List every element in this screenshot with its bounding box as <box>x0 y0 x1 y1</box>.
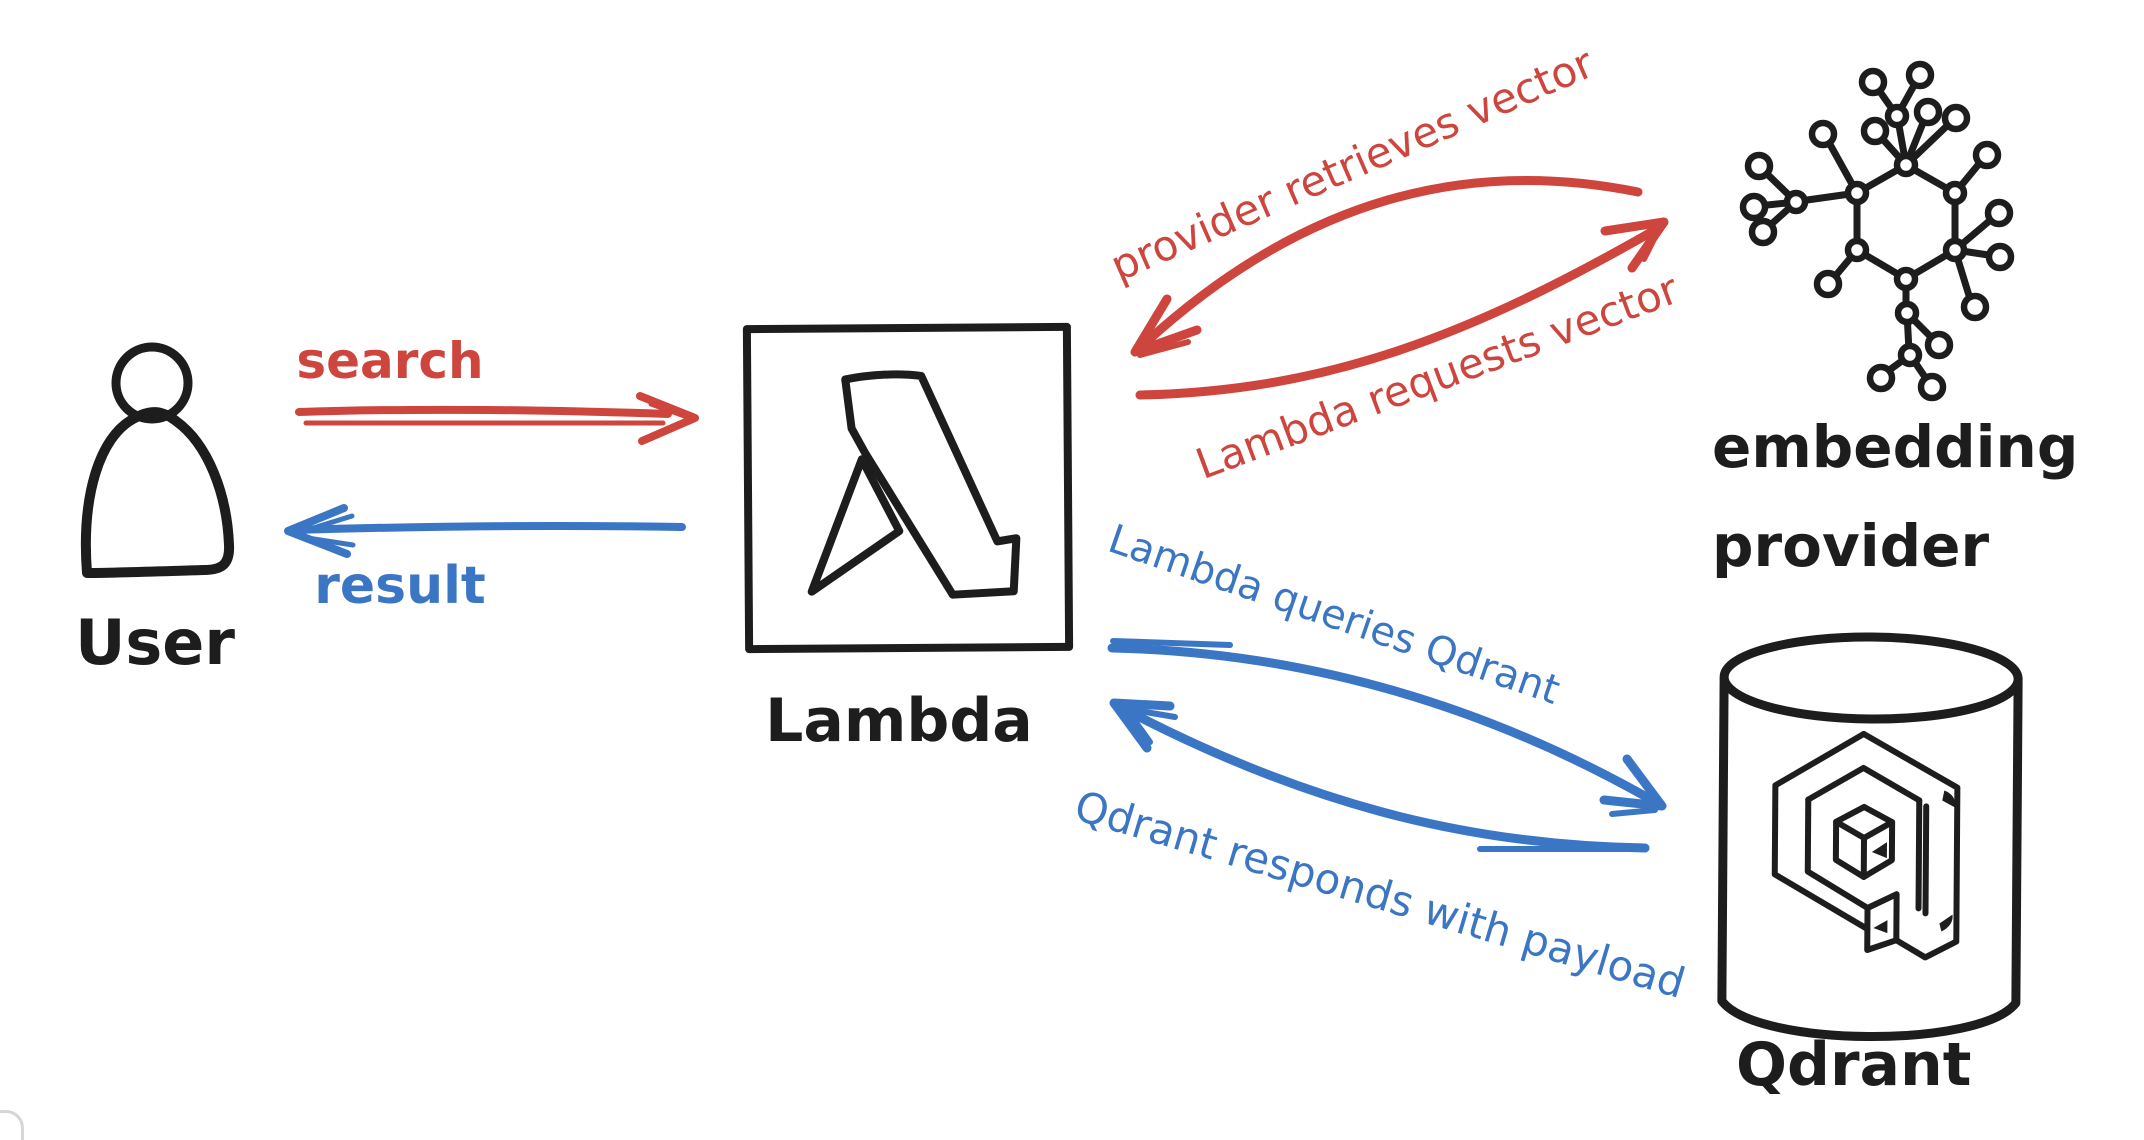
lambda-box <box>742 322 1074 654</box>
person-head <box>111 342 193 424</box>
lambda-glyph <box>841 370 1021 599</box>
arrowhead-down-right <box>1599 754 1667 811</box>
lambda-node-label: Lambda <box>765 686 1033 756</box>
lambda-glyph-leg <box>807 455 904 596</box>
person-icon <box>80 342 235 578</box>
embedding-provider-label-line2: provider <box>1712 512 1990 580</box>
arrowhead-down-left <box>1130 294 1202 357</box>
user-node-label: User <box>75 606 235 679</box>
person-body <box>80 407 235 578</box>
embedding-provider-node-label: embedding provider <box>1712 398 2078 596</box>
arrow-lambda-requests-vector <box>1135 217 1669 400</box>
arrowhead-right <box>636 392 699 445</box>
molecule-icon <box>1739 60 2015 402</box>
qdrant-node-label: Qdrant <box>1736 1030 1972 1100</box>
partial-card-corner <box>0 1110 24 1140</box>
arrow-qdrant-responds <box>1109 698 1650 853</box>
arrow-provider-retrieves-vector <box>1130 175 1643 358</box>
arrowhead-up-left <box>1109 698 1175 753</box>
qdrant-logo-icon <box>1771 730 1961 961</box>
arrowhead-left <box>284 504 351 558</box>
arrow-search <box>295 392 699 445</box>
result-edge-label: result <box>314 556 486 616</box>
embedding-provider-label-line1: embedding <box>1712 413 2079 481</box>
arrowhead-up-right <box>1600 217 1669 273</box>
search-edge-label: search <box>296 332 484 390</box>
arrow-lambda-queries-qdrant <box>1107 638 1667 817</box>
aws-lambda-icon <box>742 322 1074 654</box>
arrow-result <box>284 504 686 558</box>
database-cylinder-icon <box>1717 632 2023 1041</box>
